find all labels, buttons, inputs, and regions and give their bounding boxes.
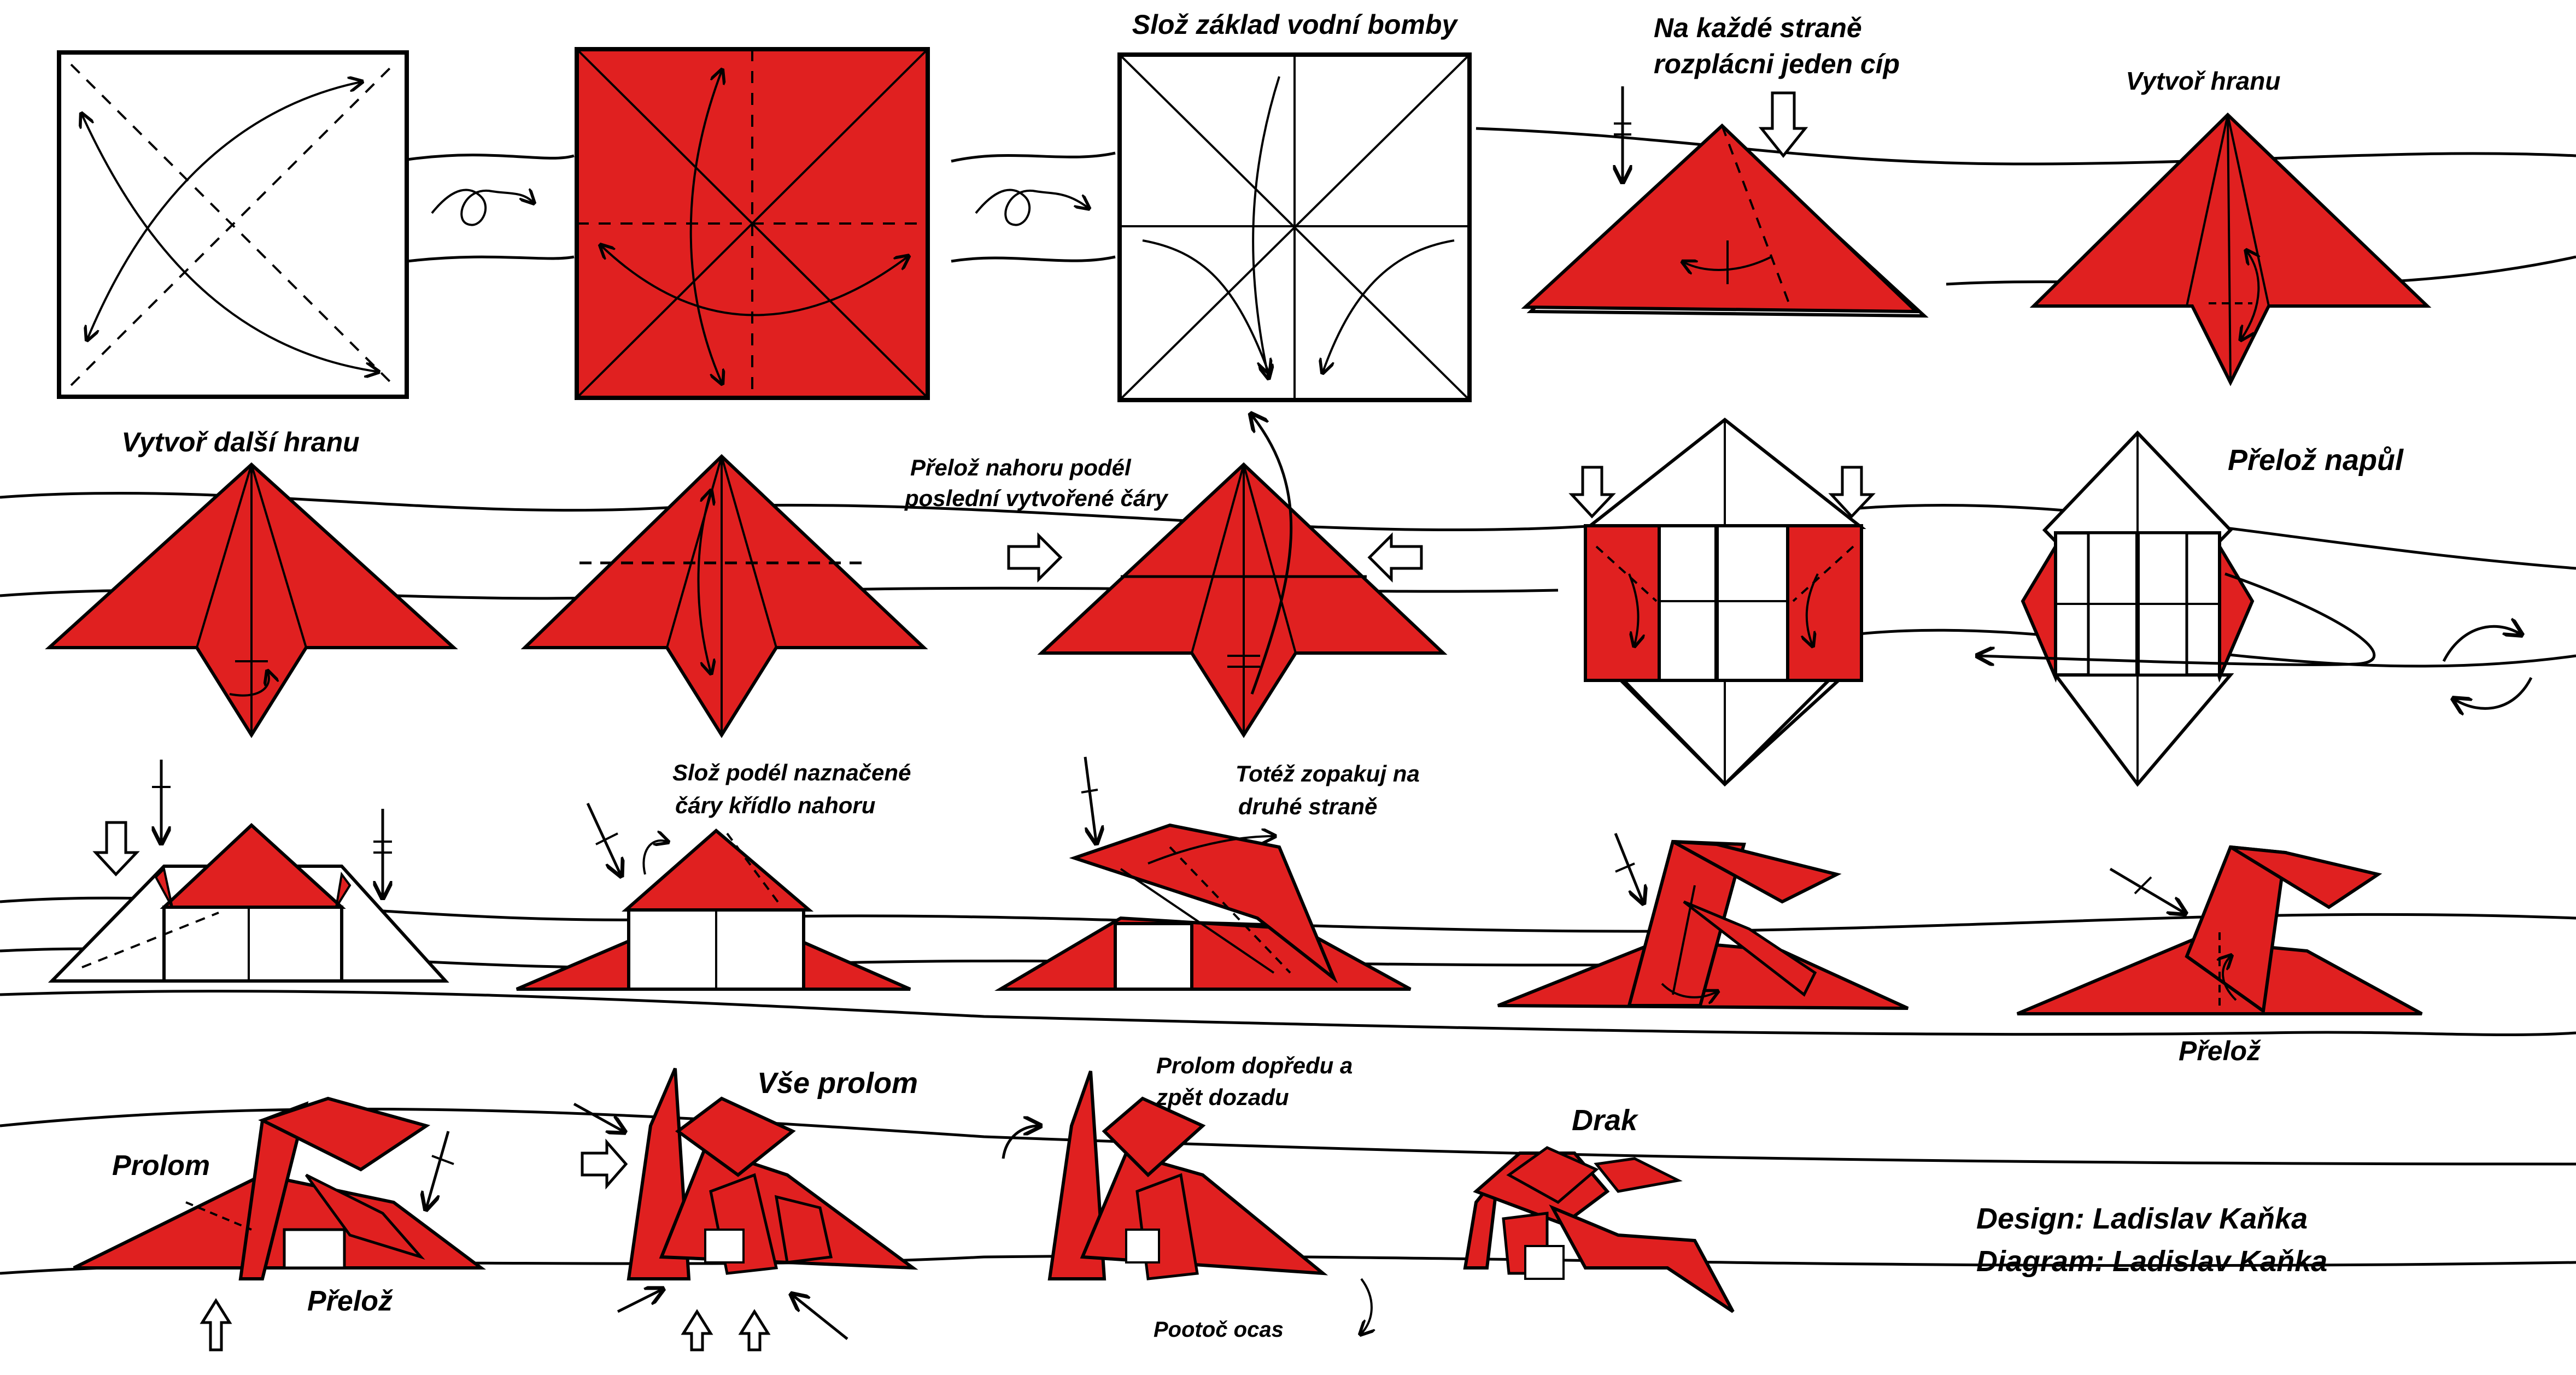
step-5-kite: [2029, 112, 2432, 386]
step-4-triangle: [1521, 86, 1929, 318]
step-1-square: [57, 50, 409, 399]
step-3-caption: Slož základ vodní bomby: [1132, 9, 1459, 40]
step-12-caption-line2: čáry křídlo nahoru: [675, 792, 875, 818]
step-9-diamond: [1568, 418, 1876, 787]
step-8-caption-line2: poslední vytvořené čáry: [904, 485, 1169, 511]
step-5-caption: Vytvoř hranu: [2126, 67, 2281, 95]
step-16-caption-reverse: Prolom: [112, 1150, 210, 1182]
step-19-caption: Drak: [1572, 1104, 1639, 1137]
step-18-caption-line2: zpět dozadu: [1156, 1084, 1289, 1110]
step-18-reverse-forward-back: [1002, 1071, 1372, 1333]
step-10-diamond: [1979, 430, 2376, 787]
step-13-fold: [994, 756, 1412, 991]
step-19-dragon: [1463, 1146, 1735, 1313]
step-2-red-square: [575, 47, 930, 400]
step-8-caption-line1: Přelož nahoru podél: [910, 455, 1132, 480]
rotate-icon: [2442, 626, 2533, 708]
step-3-waterbomb-square: [1117, 52, 1472, 402]
step-14-fold: [1497, 833, 1909, 1010]
step-18-rotate-tail: Pootoč ocas: [1154, 1318, 1284, 1342]
step-15-caption: Přelož: [2179, 1036, 2261, 1066]
step-17-caption: Vše prolom: [757, 1067, 918, 1100]
step-12-fold: [516, 802, 911, 991]
step-12-caption-line1: Slož podél naznačené: [672, 760, 911, 785]
step-6-kite: [45, 462, 458, 738]
step-11-fold: [48, 760, 449, 983]
step-6-caption: Vytvoř další hranu: [121, 427, 359, 457]
step-4-caption-line1: Na každé straně: [1654, 13, 1862, 43]
step-16-caption-fold: Přelož: [307, 1285, 393, 1317]
turn-over-icon: [975, 189, 1088, 226]
step-13-caption-line2: druhé straně: [1238, 794, 1377, 819]
step-13-caption-line1: Totéž zopakuj na: [1236, 761, 1420, 786]
turn-over-icon: [431, 190, 533, 226]
step-17-reverse-all: [573, 1067, 918, 1352]
step-18-caption-line1: Prolom dopředu a: [1156, 1053, 1353, 1078]
step-16-reverse: [73, 1096, 486, 1352]
step-4-caption-line2: rozplácni jeden cíp: [1654, 49, 1900, 79]
step-7-kite: [520, 454, 928, 738]
step-15-fold: [2016, 845, 2423, 1015]
credit-diagram: Diagram: Ladislav Kaňka: [1976, 1245, 2327, 1278]
credit-design: Design: Ladislav Kaňka: [1976, 1202, 2308, 1235]
step-10-caption: Přelož napůl: [2228, 444, 2404, 477]
step-8-kite: [1007, 415, 1448, 738]
